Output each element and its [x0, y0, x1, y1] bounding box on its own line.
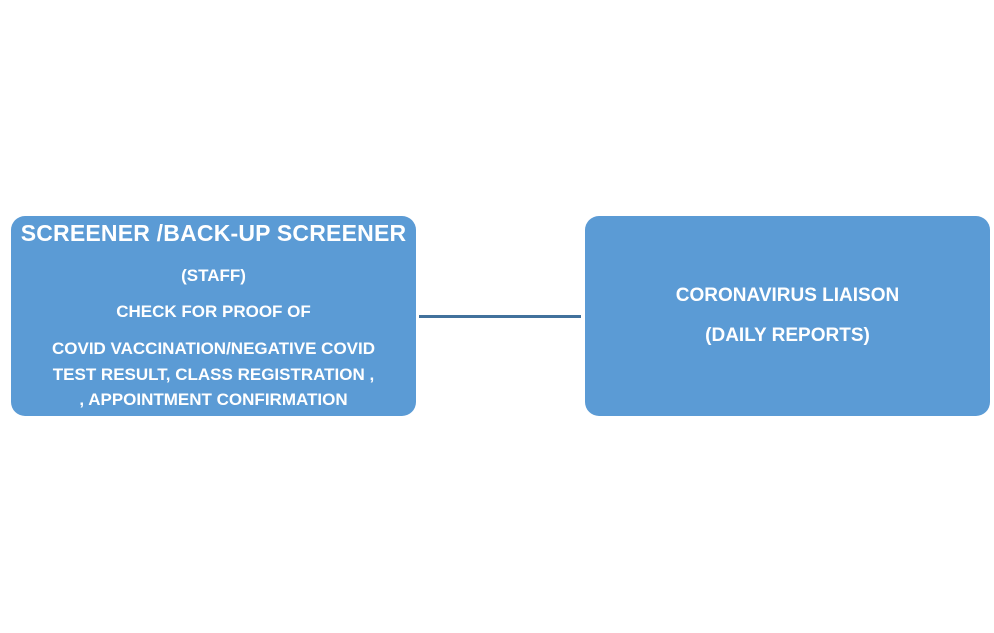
screener-detail-line-1: COVID VACCINATION/NEGATIVE COVID — [51, 339, 376, 358]
screener-detail-line-2: TEST RESULT, CLASS REGISTRATION , — [52, 365, 375, 384]
liaison-title: CORONAVIRUS LIAISON — [675, 285, 900, 306]
screener-detail-line-3: , APPOINTMENT CONFIRMATION — [79, 390, 348, 409]
screener-title: SCREENER /BACK-UP SCREENER — [20, 220, 407, 246]
liaison-subtitle: (DAILY REPORTS) — [705, 325, 870, 346]
screener-staff-label: (STAFF) — [181, 266, 246, 285]
liaison-node: CORONAVIRUS LIAISON (DAILY REPORTS) — [585, 216, 990, 416]
screener-check-label: CHECK FOR PROOF OF — [116, 302, 311, 321]
connector-line — [419, 315, 581, 318]
screener-node: SCREENER /BACK-UP SCREENER (STAFF) CHECK… — [11, 216, 416, 416]
